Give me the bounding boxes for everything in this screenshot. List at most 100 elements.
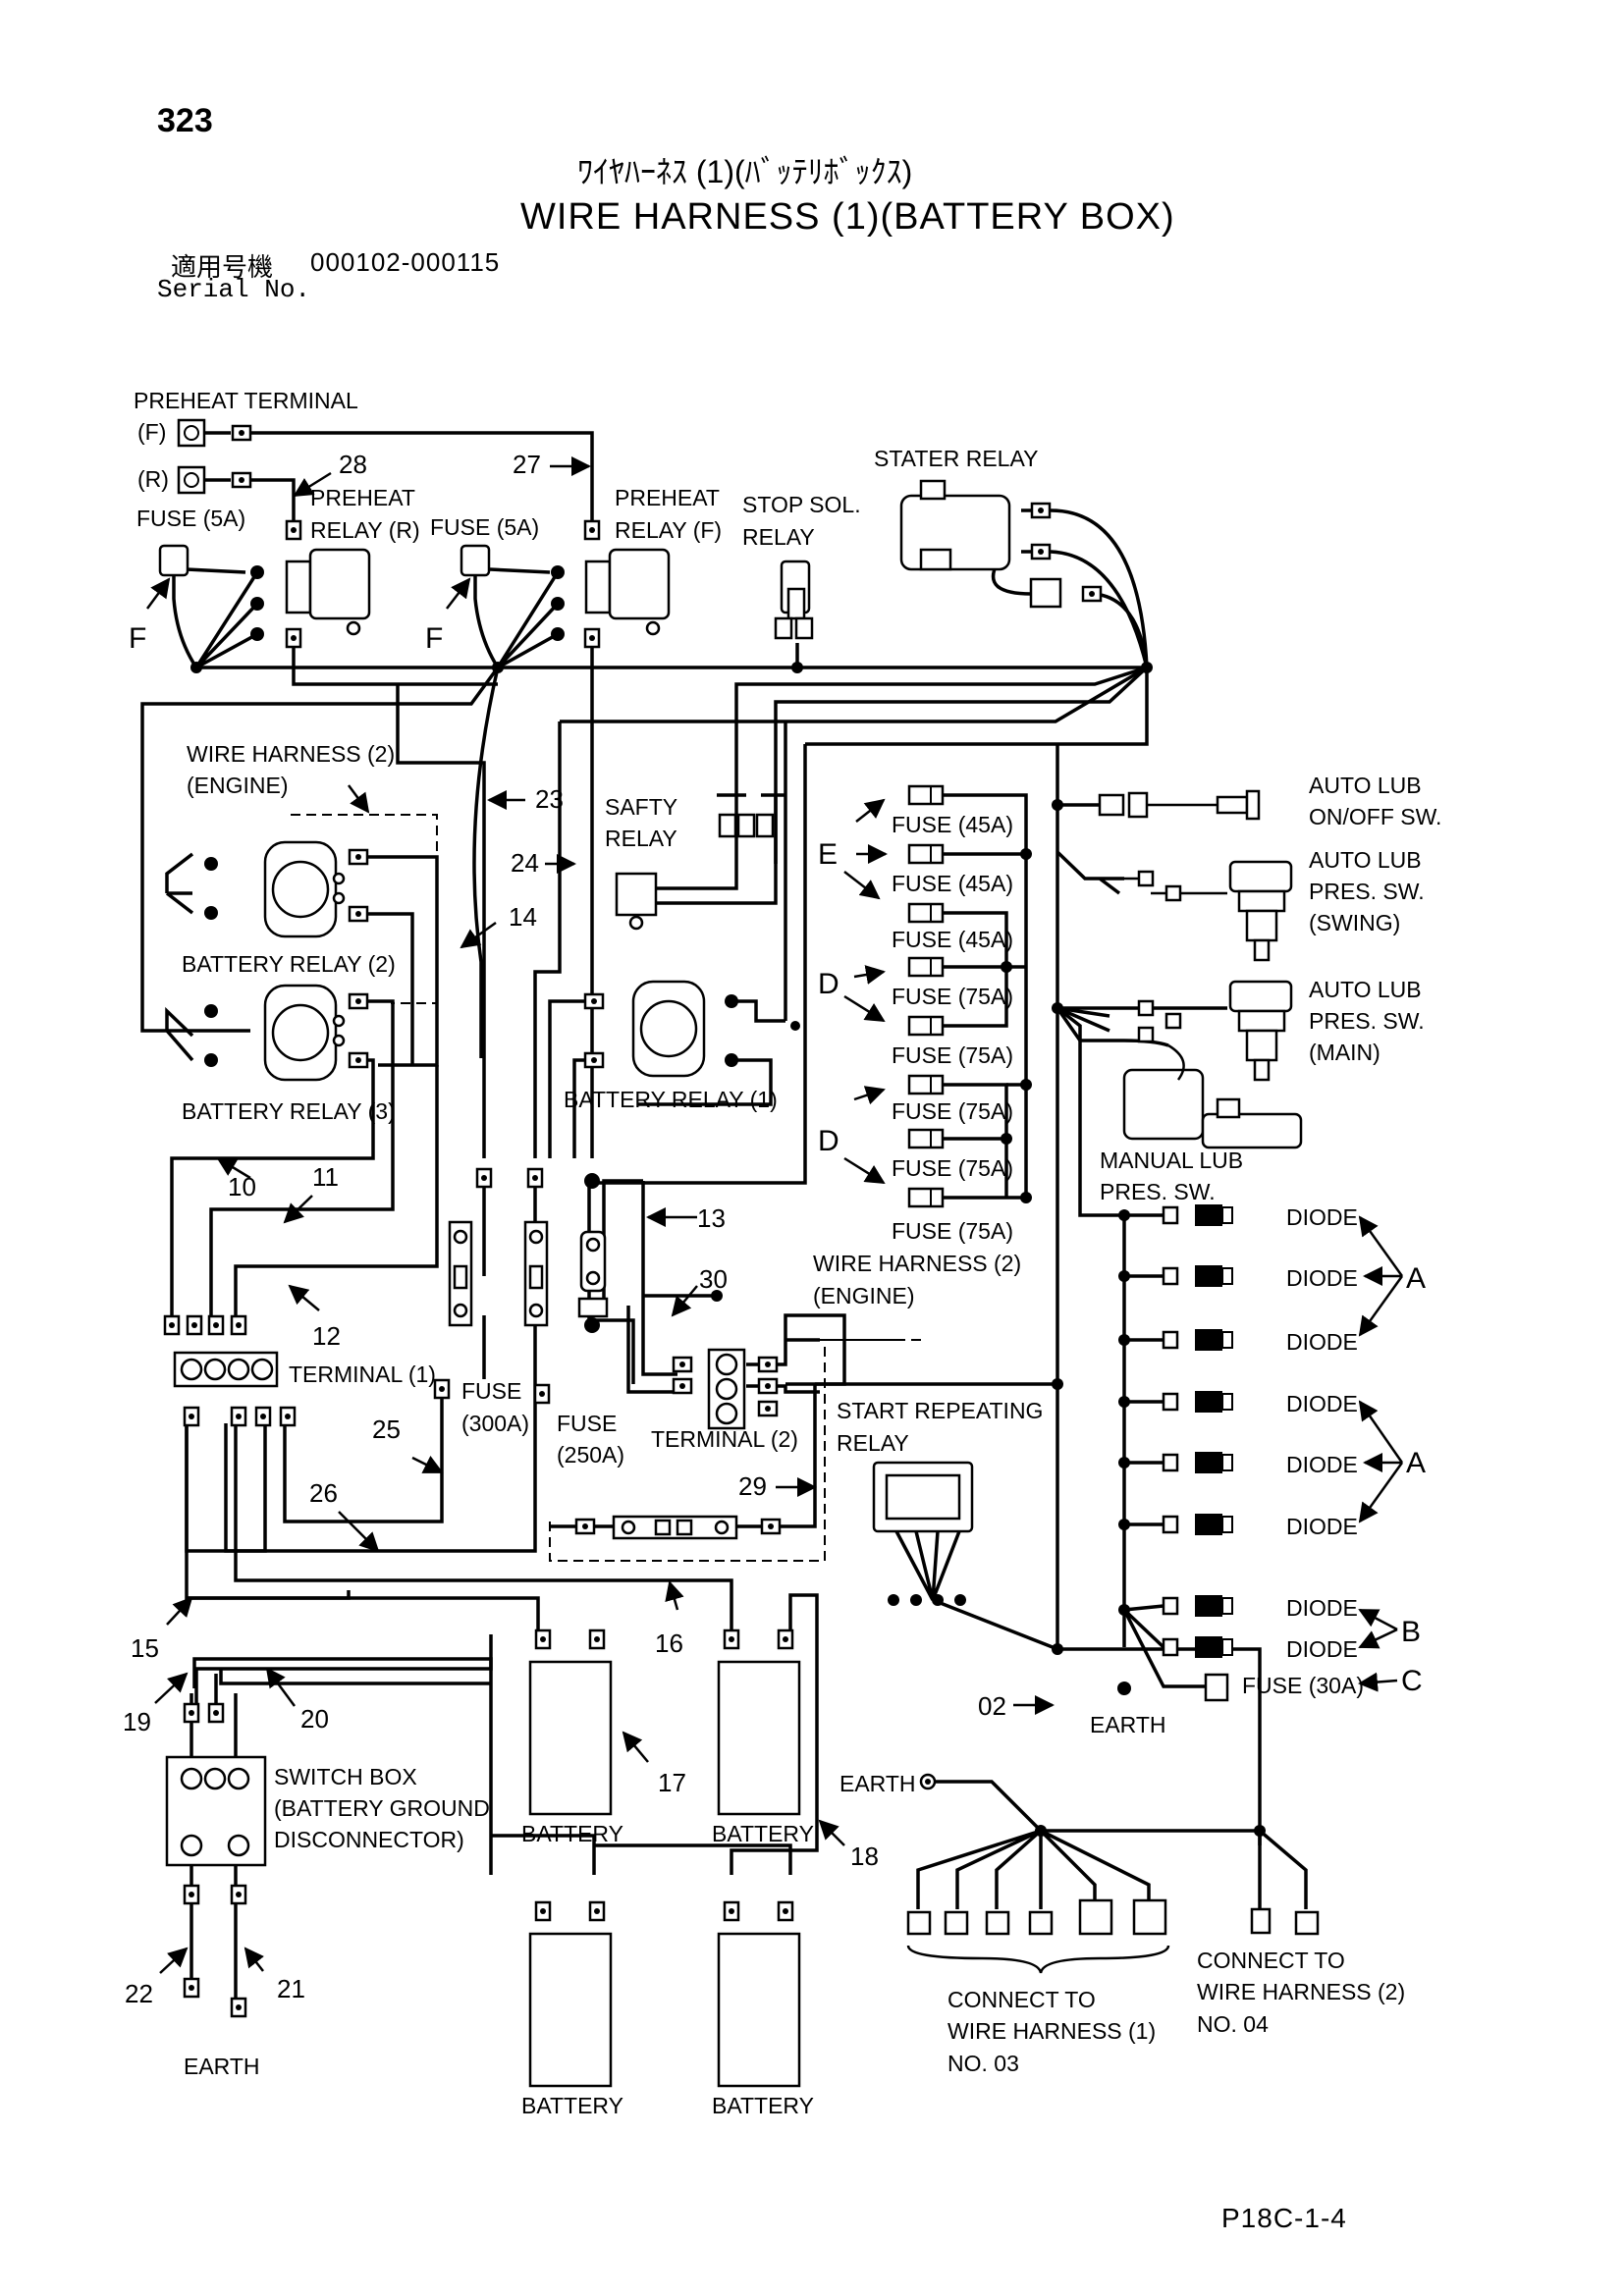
label-preheat-relay-r-2: RELAY (R) — [310, 517, 420, 543]
label-f-mid: F — [425, 622, 443, 655]
title-japanese: ﾜｲﾔﾊｰﾈｽ (1)(ﾊﾞｯﾃﾘﾎﾞｯｸｽ) — [577, 154, 913, 189]
earth-right — [1118, 1682, 1130, 1694]
label-safty-relay-1: SAFTY — [605, 794, 677, 820]
label-fuse-5a-mid: FUSE (5A) — [430, 514, 539, 540]
serial-label-japanese: 適用号機 — [171, 252, 274, 282]
callout-11: 11 — [312, 1162, 339, 1192]
label-preheat-relay-f-1: PREHEAT — [615, 485, 720, 510]
earth-bottom — [919, 1773, 937, 1790]
label-f-left: F — [129, 622, 146, 655]
callout-20: 20 — [300, 1704, 329, 1734]
label-battery-relay-3: BATTERY RELAY (3) — [182, 1098, 396, 1124]
callout-12: 12 — [312, 1321, 341, 1351]
label-preheat-relay-r-1: PREHEAT — [310, 485, 415, 510]
label-auto-lub-onoff-2: ON/OFF SW. — [1309, 804, 1441, 829]
label-fuse-30a: FUSE (30A) — [1242, 1673, 1364, 1698]
start-repeating-relay — [872, 1461, 974, 1606]
callout-30: 30 — [699, 1264, 728, 1294]
label-group-e: E — [818, 838, 838, 871]
fuse-250a-upper — [523, 1167, 551, 1405]
label-auto-lub-swing-2: PRES. SW. — [1309, 879, 1425, 904]
label-battery-3: BATTERY — [521, 2093, 623, 2118]
label-connect-wh1-2: WIRE HARNESS (1) — [947, 2018, 1156, 2044]
callout-28: 28 — [339, 450, 367, 479]
label-wh2-engine-2: (ENGINE) — [187, 773, 289, 798]
label-preheat-relay-f-2: RELAY (F) — [615, 517, 722, 543]
switch-box — [165, 1702, 267, 2018]
callout-17: 17 — [658, 1768, 686, 1797]
fuse-250a — [577, 1230, 609, 1318]
label-diode-1: DIODE — [1286, 1204, 1358, 1230]
label-battery-1: BATTERY — [521, 1821, 623, 1846]
label-fuse-5a-left: FUSE (5A) — [136, 506, 245, 531]
drawing-code: P18C-1-4 — [1221, 2203, 1347, 2233]
callout-29: 29 — [738, 1471, 767, 1501]
label-terminal-2: TERMINAL (2) — [651, 1426, 798, 1452]
label-auto-lub-main-3: (MAIN) — [1309, 1040, 1380, 1065]
callout-16: 16 — [655, 1629, 683, 1658]
callout-10: 10 — [228, 1172, 256, 1201]
label-auto-lub-swing-3: (SWING) — [1309, 910, 1400, 935]
callout-27: 27 — [513, 450, 541, 479]
label-preheat-terminal: PREHEAT TERMINAL — [134, 388, 358, 413]
label-group-d1: D — [818, 968, 839, 1000]
callout-19: 19 — [123, 1707, 151, 1736]
batteries — [528, 1629, 801, 2088]
label-diode-3: DIODE — [1286, 1329, 1358, 1355]
fuse-300a — [433, 1167, 493, 1400]
callout-18: 18 — [850, 1842, 879, 1871]
title-english: WIRE HARNESS (1)(BATTERY BOX) — [520, 196, 1175, 238]
label-group-a1: A — [1406, 1262, 1426, 1295]
label-fuse-300a-1: FUSE — [461, 1378, 521, 1404]
connectors-bottom — [906, 1898, 1320, 1936]
label-group-d2: D — [818, 1125, 839, 1157]
callout-21: 21 — [277, 1974, 305, 2003]
label-auto-lub-main-1: AUTO LUB — [1309, 977, 1422, 1002]
wires — [140, 431, 1308, 2012]
label-battery-4: BATTERY — [712, 2093, 814, 2118]
fuse-5a-left — [158, 544, 189, 577]
label-fuse-45a-1: FUSE (45A) — [892, 812, 1013, 837]
label-connect-wh1-1: CONNECT TO — [947, 1987, 1096, 2012]
auto-lub-pres-switch-swing — [1124, 860, 1293, 962]
auto-lub-pres-switch-main — [1137, 980, 1293, 1082]
label-group-c: C — [1401, 1665, 1423, 1697]
label-group-b: B — [1401, 1616, 1421, 1648]
callout-15: 15 — [131, 1633, 159, 1663]
callout-13: 13 — [697, 1203, 726, 1233]
battery-relay-1 — [583, 980, 738, 1078]
callout-24: 24 — [511, 848, 539, 878]
label-connect-wh2-3: NO. 04 — [1197, 2011, 1269, 2037]
page-number: 323 — [157, 102, 213, 139]
diodes — [1162, 1202, 1234, 1702]
serial-range: 000102-000115 — [310, 247, 501, 277]
callout-26: 26 — [309, 1478, 338, 1508]
label-fuse-75a-3: FUSE (75A) — [892, 1098, 1013, 1124]
label-manual-lub-2: PRES. SW. — [1100, 1179, 1216, 1204]
label-battery-2: BATTERY — [712, 1821, 814, 1846]
label-fuse-75a-4: FUSE (75A) — [892, 1155, 1013, 1181]
label-pt-r: (R) — [137, 466, 169, 492]
label-auto-lub-main-2: PRES. SW. — [1309, 1008, 1425, 1034]
label-fuse-45a-2: FUSE (45A) — [892, 871, 1013, 896]
callout-02: 02 — [978, 1691, 1006, 1721]
manual-lub-pres-switch — [1122, 1043, 1303, 1149]
serial-label-english: Serial No. — [157, 275, 311, 304]
label-safty-relay-2: RELAY — [605, 826, 677, 851]
label-auto-lub-swing-1: AUTO LUB — [1309, 847, 1422, 873]
label-diode-4: DIODE — [1286, 1391, 1358, 1416]
callout-22: 22 — [125, 1979, 153, 2008]
label-fuse-75a-5: FUSE (75A) — [892, 1218, 1013, 1244]
label-fuse-75a-2: FUSE (75A) — [892, 1042, 1013, 1068]
callout-25: 25 — [372, 1415, 401, 1444]
callout-23: 23 — [535, 784, 564, 814]
label-diode-8: DIODE — [1286, 1636, 1358, 1662]
junction-dots — [190, 662, 1266, 1837]
fuse-5a-mid — [460, 544, 491, 577]
labels: PREHEAT TERMINAL (F) (R) FUSE (5A) FUSE … — [123, 388, 1441, 2118]
label-stop-sol-2: RELAY — [742, 524, 815, 550]
preheat-relay-r — [250, 519, 371, 649]
label-wh2-engine-1: WIRE HARNESS (2) — [187, 741, 395, 767]
label-start-repeating-1: START REPEATING — [837, 1398, 1043, 1423]
